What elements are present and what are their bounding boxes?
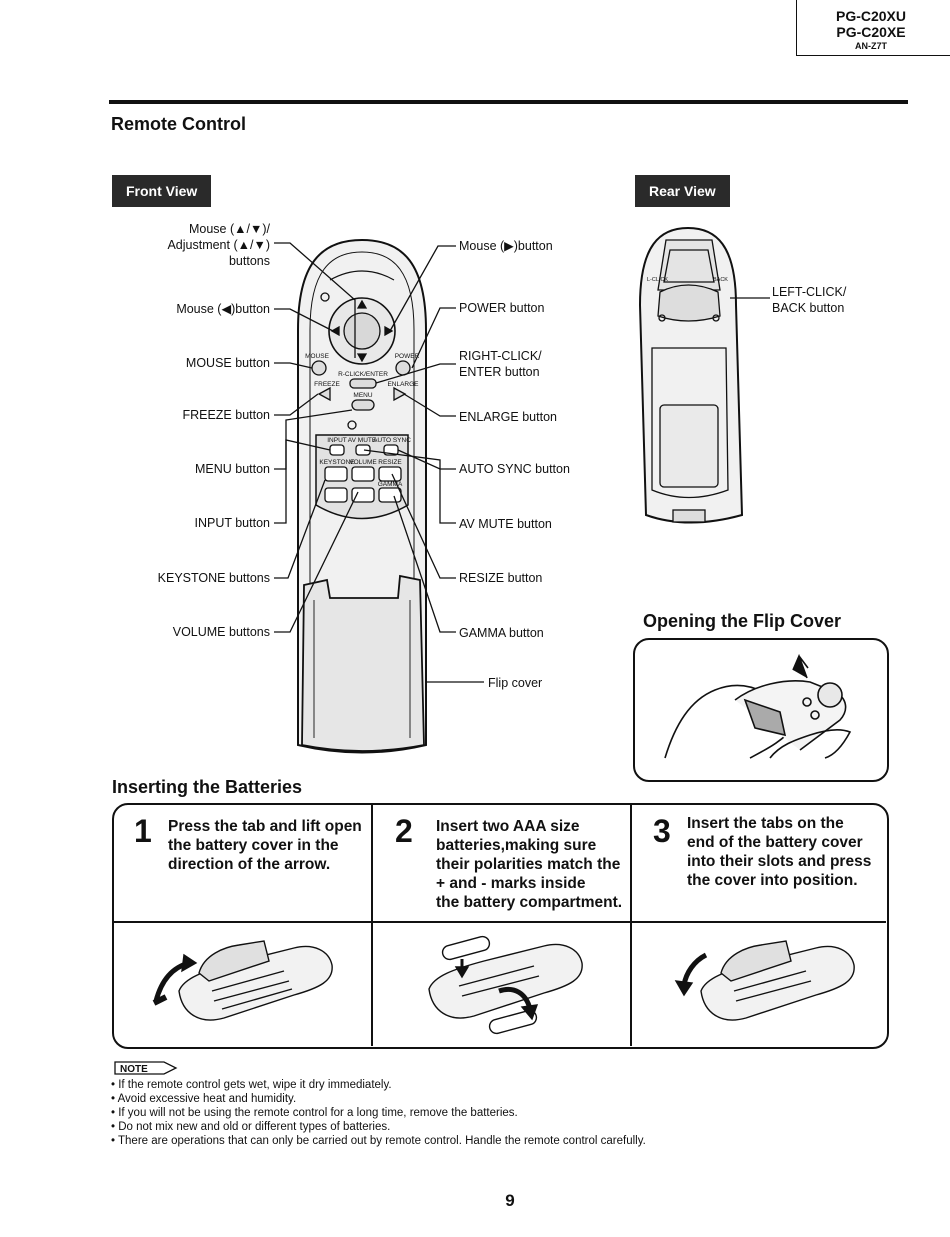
- note-item: • There are operations that can only be …: [111, 1135, 646, 1147]
- note-item: • If the remote control gets wet, wipe i…: [111, 1079, 392, 1091]
- key-label-resize: RESIZE: [378, 459, 402, 466]
- label-gamma-button: GAMMA button: [459, 626, 544, 640]
- rear-view-tag: Rear View: [635, 175, 730, 207]
- key-label-auto-sync: AUTO SYNC: [373, 437, 411, 444]
- front-view-tag: Front View: [112, 175, 212, 207]
- batteries-title: Inserting the Batteries: [112, 777, 303, 797]
- step-3-text: Insert the tabs on the end of the batter…: [687, 815, 872, 889]
- label-keystone-buttons: KEYSTONE buttons: [157, 571, 270, 585]
- note-item: • Do not mix new and old or different ty…: [111, 1121, 391, 1133]
- step-2-text: Insert two AAA size batteries,making sur…: [436, 818, 623, 911]
- step-2-illustration: [428, 935, 583, 1035]
- key-label-mouse: MOUSE: [305, 353, 330, 360]
- label-resize-button: RESIZE button: [459, 571, 543, 585]
- key-label-keystone: KEYSTONE: [319, 459, 355, 466]
- label-left-click-back: LEFT-CLICK/ BACK button: [772, 285, 847, 315]
- page-title: Remote Control: [111, 114, 246, 134]
- step-row-divider: [114, 921, 886, 923]
- model-name-1: PG-C20XU: [835, 8, 907, 24]
- key-label-freeze: FREEZE: [314, 381, 340, 388]
- header-rule: [109, 100, 908, 104]
- label-power-button: POWER button: [459, 301, 545, 315]
- key-label-menu: MENU: [353, 392, 372, 399]
- key-label-enlarge: ENLARGE: [387, 381, 419, 388]
- key-label-volume: VOLUME: [349, 459, 377, 466]
- key-label-av-mute: AV MUTE: [348, 437, 377, 444]
- note-list: • If the remote control gets wet, wipe i…: [111, 1078, 831, 1148]
- step-3-illustration: [674, 940, 855, 1021]
- key-label-rclick: R-CLICK/ENTER: [338, 371, 388, 378]
- label-volume-buttons: VOLUME buttons: [172, 625, 270, 639]
- note-item: • If you will not be using the remote co…: [111, 1107, 518, 1119]
- label-mouse-button: MOUSE button: [185, 356, 270, 370]
- key-label-l-click: L-CLICK: [647, 277, 668, 283]
- batteries-panel: 1 Press the tab and lift open the batter…: [112, 803, 889, 1049]
- flip-cover-panel: [633, 638, 889, 782]
- step-2-number: 2: [395, 813, 413, 849]
- note-badge: NOTE: [114, 1061, 178, 1075]
- rear-remote-illustration: L-CLICK BACK: [638, 226, 770, 524]
- label-rclick-enter: RIGHT-CLICK/ ENTER button: [459, 349, 542, 379]
- label-freeze-button: FREEZE button: [182, 408, 270, 422]
- submodel-name: AN-Z7T: [855, 41, 887, 51]
- step-1-number: 1: [134, 813, 152, 849]
- page-number: 9: [505, 1191, 515, 1210]
- label-mouse-up-down: Mouse (▲/▼)/ Adjustment (▲/▼) buttons: [167, 222, 270, 268]
- step-divider-1: [371, 805, 373, 1046]
- flip-cover-title: Opening the Flip Cover: [643, 611, 842, 631]
- label-menu-button: MENU button: [194, 462, 270, 476]
- key-label-gamma: GAMMA: [378, 481, 403, 488]
- label-mouse-right: Mouse (▶)button: [459, 239, 553, 253]
- key-label-input: INPUT: [327, 437, 347, 444]
- model-box: PG-C20XU PG-C20XE AN-Z7T: [796, 0, 950, 56]
- label-flip-cover: Flip cover: [488, 676, 543, 690]
- label-enlarge-button: ENLARGE button: [459, 410, 557, 424]
- label-input-button: INPUT button: [194, 516, 270, 530]
- note-item: • Avoid excessive heat and humidity.: [111, 1093, 297, 1105]
- model-name-2: PG-C20XE: [836, 24, 906, 40]
- key-label-power: POWER: [395, 353, 420, 360]
- key-label-back: BACK: [713, 277, 728, 283]
- step-divider-2: [630, 805, 632, 1046]
- label-auto-sync-button: AUTO SYNC button: [459, 462, 570, 476]
- label-mouse-left: Mouse (◀)button: [176, 302, 270, 316]
- note-label: NOTE: [120, 1064, 148, 1075]
- label-av-mute-button: AV MUTE button: [459, 517, 552, 531]
- flip-cover-illustration: [664, 653, 852, 759]
- step-1-text: Press the tab and lift open the battery …: [168, 818, 362, 873]
- step-3-number: 3: [653, 813, 671, 849]
- step-1-illustration: [152, 940, 333, 1021]
